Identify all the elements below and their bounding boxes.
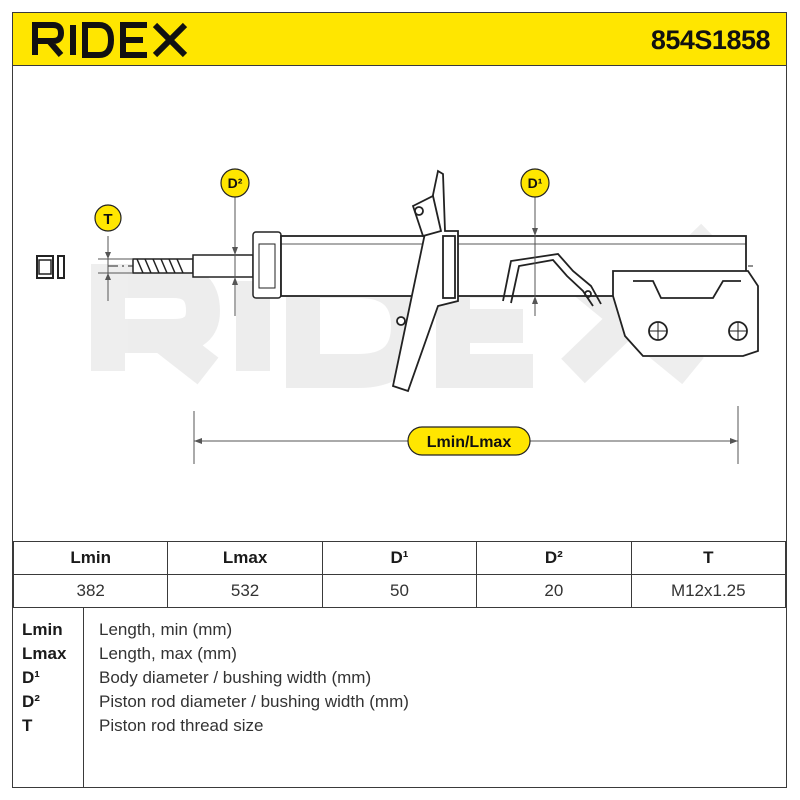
legend-item: D² Piston rod diameter / bushing width (… — [13, 692, 786, 716]
legend-key: Lmin — [22, 620, 63, 639]
label-D1: D¹ — [528, 175, 543, 191]
spec-header-t: T — [630, 541, 787, 575]
label-D2: D² — [228, 175, 243, 191]
spec-header-lmax: Lmax — [167, 541, 323, 575]
ridex-logo — [32, 22, 188, 58]
label-badge-D1 — [520, 168, 550, 198]
piston-rod — [192, 254, 254, 278]
washer-icon — [57, 255, 65, 279]
label-length: Lmin/Lmax — [427, 434, 512, 451]
spec-header-d2: D² — [476, 541, 632, 575]
header-bar: 854S1858 — [13, 13, 786, 66]
legend-desc: Piston rod diameter / bushing width (mm) — [99, 692, 409, 711]
spec-value-d1: 50 — [321, 574, 478, 608]
shock-absorber-drawing: T D² D¹ Lmin/Lmax — [36, 168, 759, 464]
label-badge-D2 — [220, 168, 250, 198]
legend-divider — [83, 608, 84, 788]
legend-item: Lmin Length, min (mm) — [13, 620, 786, 644]
legend-key: D¹ — [22, 668, 40, 687]
legend: Lmin Length, min (mm) Lmax Length, max (… — [13, 607, 786, 788]
spec-table: Lmin Lmax D¹ D² T 382 532 50 20 M12x1.25 — [12, 541, 787, 608]
legend-desc: Piston rod thread size — [99, 716, 264, 735]
spec-value-row: 382 532 50 20 M12x1.25 — [12, 574, 787, 608]
part-number: 854S1858 — [650, 25, 771, 55]
spec-value-lmax: 532 — [167, 574, 323, 608]
outer-frame — [12, 12, 787, 788]
spec-value-lmin: 382 — [12, 574, 169, 608]
label-badge-T — [94, 204, 122, 232]
knuckle-bracket — [612, 270, 759, 357]
legend-desc: Body diameter / bushing width (mm) — [99, 668, 372, 687]
legend-desc: Length, min (mm) — [99, 620, 233, 639]
nut-icon — [36, 255, 54, 279]
hose-bracket — [502, 253, 602, 307]
label-T: T — [103, 211, 112, 228]
spring-seat — [391, 169, 459, 393]
spec-value-t: M12x1.25 — [630, 574, 787, 608]
spec-header-d1: D¹ — [321, 541, 478, 575]
legend-key: T — [22, 716, 33, 735]
legend-item: D¹ Body diameter / bushing width (mm) — [13, 668, 786, 692]
legend-key: Lmax — [22, 644, 67, 663]
legend-item: T Piston rod thread size — [13, 716, 786, 740]
spec-header-lmin: Lmin — [12, 541, 169, 575]
legend-item: Lmax Length, max (mm) — [13, 644, 786, 668]
legend-desc: Length, max (mm) — [99, 644, 237, 663]
legend-key: D² — [22, 692, 40, 711]
label-badge-length — [407, 426, 531, 456]
spec-header-row: Lmin Lmax D¹ D² T — [12, 541, 787, 575]
spec-value-d2: 20 — [476, 574, 632, 608]
piston-rod-thread — [132, 258, 194, 274]
